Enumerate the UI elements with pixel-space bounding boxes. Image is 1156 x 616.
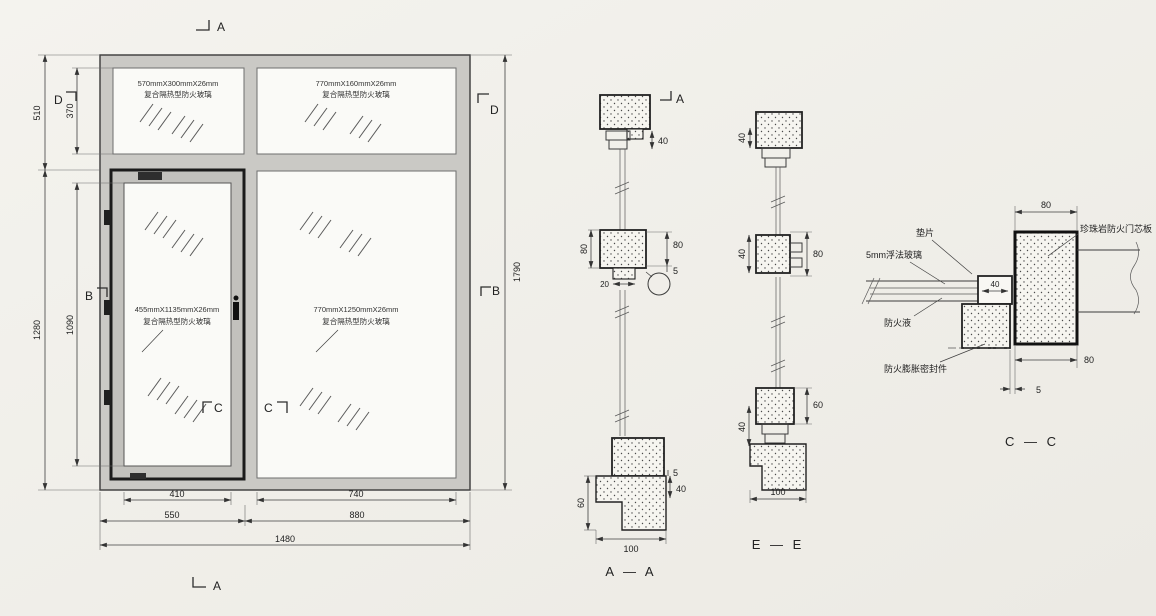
glass-spec-right-size: 770mmX1250mmX26mm <box>313 305 398 314</box>
glass-spec-door-type: 复合隔热型防火玻璃 <box>143 316 211 326</box>
section-cc: 80 40 80 5 垫片 5mm浮法玻璃 防火液 防火膨胀密封 <box>861 200 1152 449</box>
section-marker-a: A <box>676 92 684 106</box>
section-cc-title: C — C <box>1005 434 1059 449</box>
dim-ee-40-mid: 40 <box>737 249 747 259</box>
pivot-detail <box>647 272 671 296</box>
glass-spec-top-right-size: 770mmX160mmX26mm <box>316 79 397 88</box>
dim-aa-80-left: 80 <box>579 244 589 254</box>
callout-gasket: 垫片 <box>916 227 934 238</box>
dim-aa-40: 40 <box>658 136 668 146</box>
dim-ee-40-head: 40 <box>737 133 747 143</box>
dim-ee-80: 80 <box>813 249 823 259</box>
dim-370: 370 <box>65 103 75 118</box>
glass-spec-door-size: 455mmX1135mmX26mm <box>135 305 219 314</box>
fixed-glass-right <box>256 170 457 479</box>
dim-aa-40-sill: 40 <box>676 484 686 494</box>
dim-1280: 1280 <box>32 320 42 340</box>
dim-1090: 1090 <box>65 315 75 335</box>
elevation-section-markers: A A D D B B C C <box>54 20 500 593</box>
dim-cc-80-top: 80 <box>1041 200 1051 210</box>
dim-cc-5: 5 <box>1036 385 1041 395</box>
glass-spec-top-right-type: 复合隔热型防火玻璃 <box>322 89 390 99</box>
break-line <box>1130 241 1139 315</box>
callout-float-glass: 5mm浮法玻璃 <box>866 249 922 260</box>
dim-cc-80-bottom: 80 <box>1084 355 1094 365</box>
callout-fireproof-liquid: 防火液 <box>884 317 911 328</box>
dim-510: 510 <box>32 105 42 120</box>
door-handle-icon <box>233 295 239 320</box>
dim-740: 740 <box>348 489 363 499</box>
dim-1790: 1790 <box>512 262 522 282</box>
dim-ee-40-bottom: 40 <box>737 422 747 432</box>
dim-ee-60: 60 <box>813 400 823 410</box>
elevation-dims-bottom: 410 740 550 880 1480 <box>99 489 471 550</box>
glass-panel-profile <box>861 277 978 305</box>
section-ee-title: E — E <box>752 537 805 552</box>
dim-ee-100: 100 <box>770 487 785 497</box>
section-marker-c-right: C <box>264 401 273 415</box>
glass-spec-top-left-type: 复合隔热型防火玻璃 <box>144 89 212 99</box>
sill-block <box>611 437 665 477</box>
section-aa: A 40 80 80 5 20 60 <box>576 91 686 579</box>
section-marker-c-left: C <box>214 401 223 415</box>
glass-spec-right-type: 复合隔热型防火玻璃 <box>322 316 390 326</box>
dim-aa-100: 100 <box>623 544 638 554</box>
section-marker-b-left: B <box>85 289 93 303</box>
door-hinge <box>104 300 111 315</box>
section-ee: 40 40 80 40 60 100 E — E <box>737 111 823 552</box>
floor-block <box>595 475 667 531</box>
door-hinge <box>104 390 111 405</box>
elevation-dims-right: 1790 <box>470 54 522 491</box>
dim-aa-20: 20 <box>600 280 609 289</box>
callout-door-core: 珍珠岩防火门芯板 <box>1080 223 1152 234</box>
dim-aa-60: 60 <box>576 498 586 508</box>
floor-block <box>749 443 807 491</box>
dim-aa-5-sill: 5 <box>673 468 678 478</box>
dim-cc-40: 40 <box>991 280 1000 289</box>
transom-glass-right <box>256 67 457 155</box>
dim-410: 410 <box>169 489 184 499</box>
frame-body-block <box>961 303 1011 349</box>
callout-intumescent-seal: 防火膨胀密封件 <box>884 363 947 374</box>
section-marker-b-right: B <box>492 284 500 298</box>
door-glass <box>123 182 232 467</box>
section-marker-d-right: D <box>490 103 499 117</box>
dim-1480: 1480 <box>275 534 295 544</box>
head-block <box>599 94 651 130</box>
section-marker-a-top: A <box>217 20 225 34</box>
section-aa-title: A — A <box>605 564 656 579</box>
elevation-view: 570mmX300mmX26mm 复合隔热型防火玻璃 770mmX160mmX2… <box>32 20 522 593</box>
section-marker-a-bottom: A <box>213 579 221 593</box>
transom-block <box>599 229 647 269</box>
bottom-block <box>755 387 795 425</box>
glass-spec-top-left-size: 570mmX300mmX26mm <box>138 79 219 88</box>
dim-880: 880 <box>349 510 364 520</box>
door-core-block <box>1013 230 1079 346</box>
mid-block <box>755 234 791 274</box>
transom-glass-left <box>112 67 245 155</box>
door-hinge <box>104 210 111 225</box>
door-closer-icon <box>138 172 162 180</box>
dim-aa-80-right: 80 <box>673 240 683 250</box>
floor-pivot-icon <box>130 473 146 479</box>
head-block <box>755 111 803 149</box>
elevation-dims-left: 510 1280 370 1090 <box>32 54 124 491</box>
label-leader <box>141 329 164 353</box>
dim-aa-5-mid: 5 <box>673 266 678 276</box>
dim-550: 550 <box>164 510 179 520</box>
section-marker-d-left: D <box>54 93 63 107</box>
label-leader <box>315 329 339 353</box>
